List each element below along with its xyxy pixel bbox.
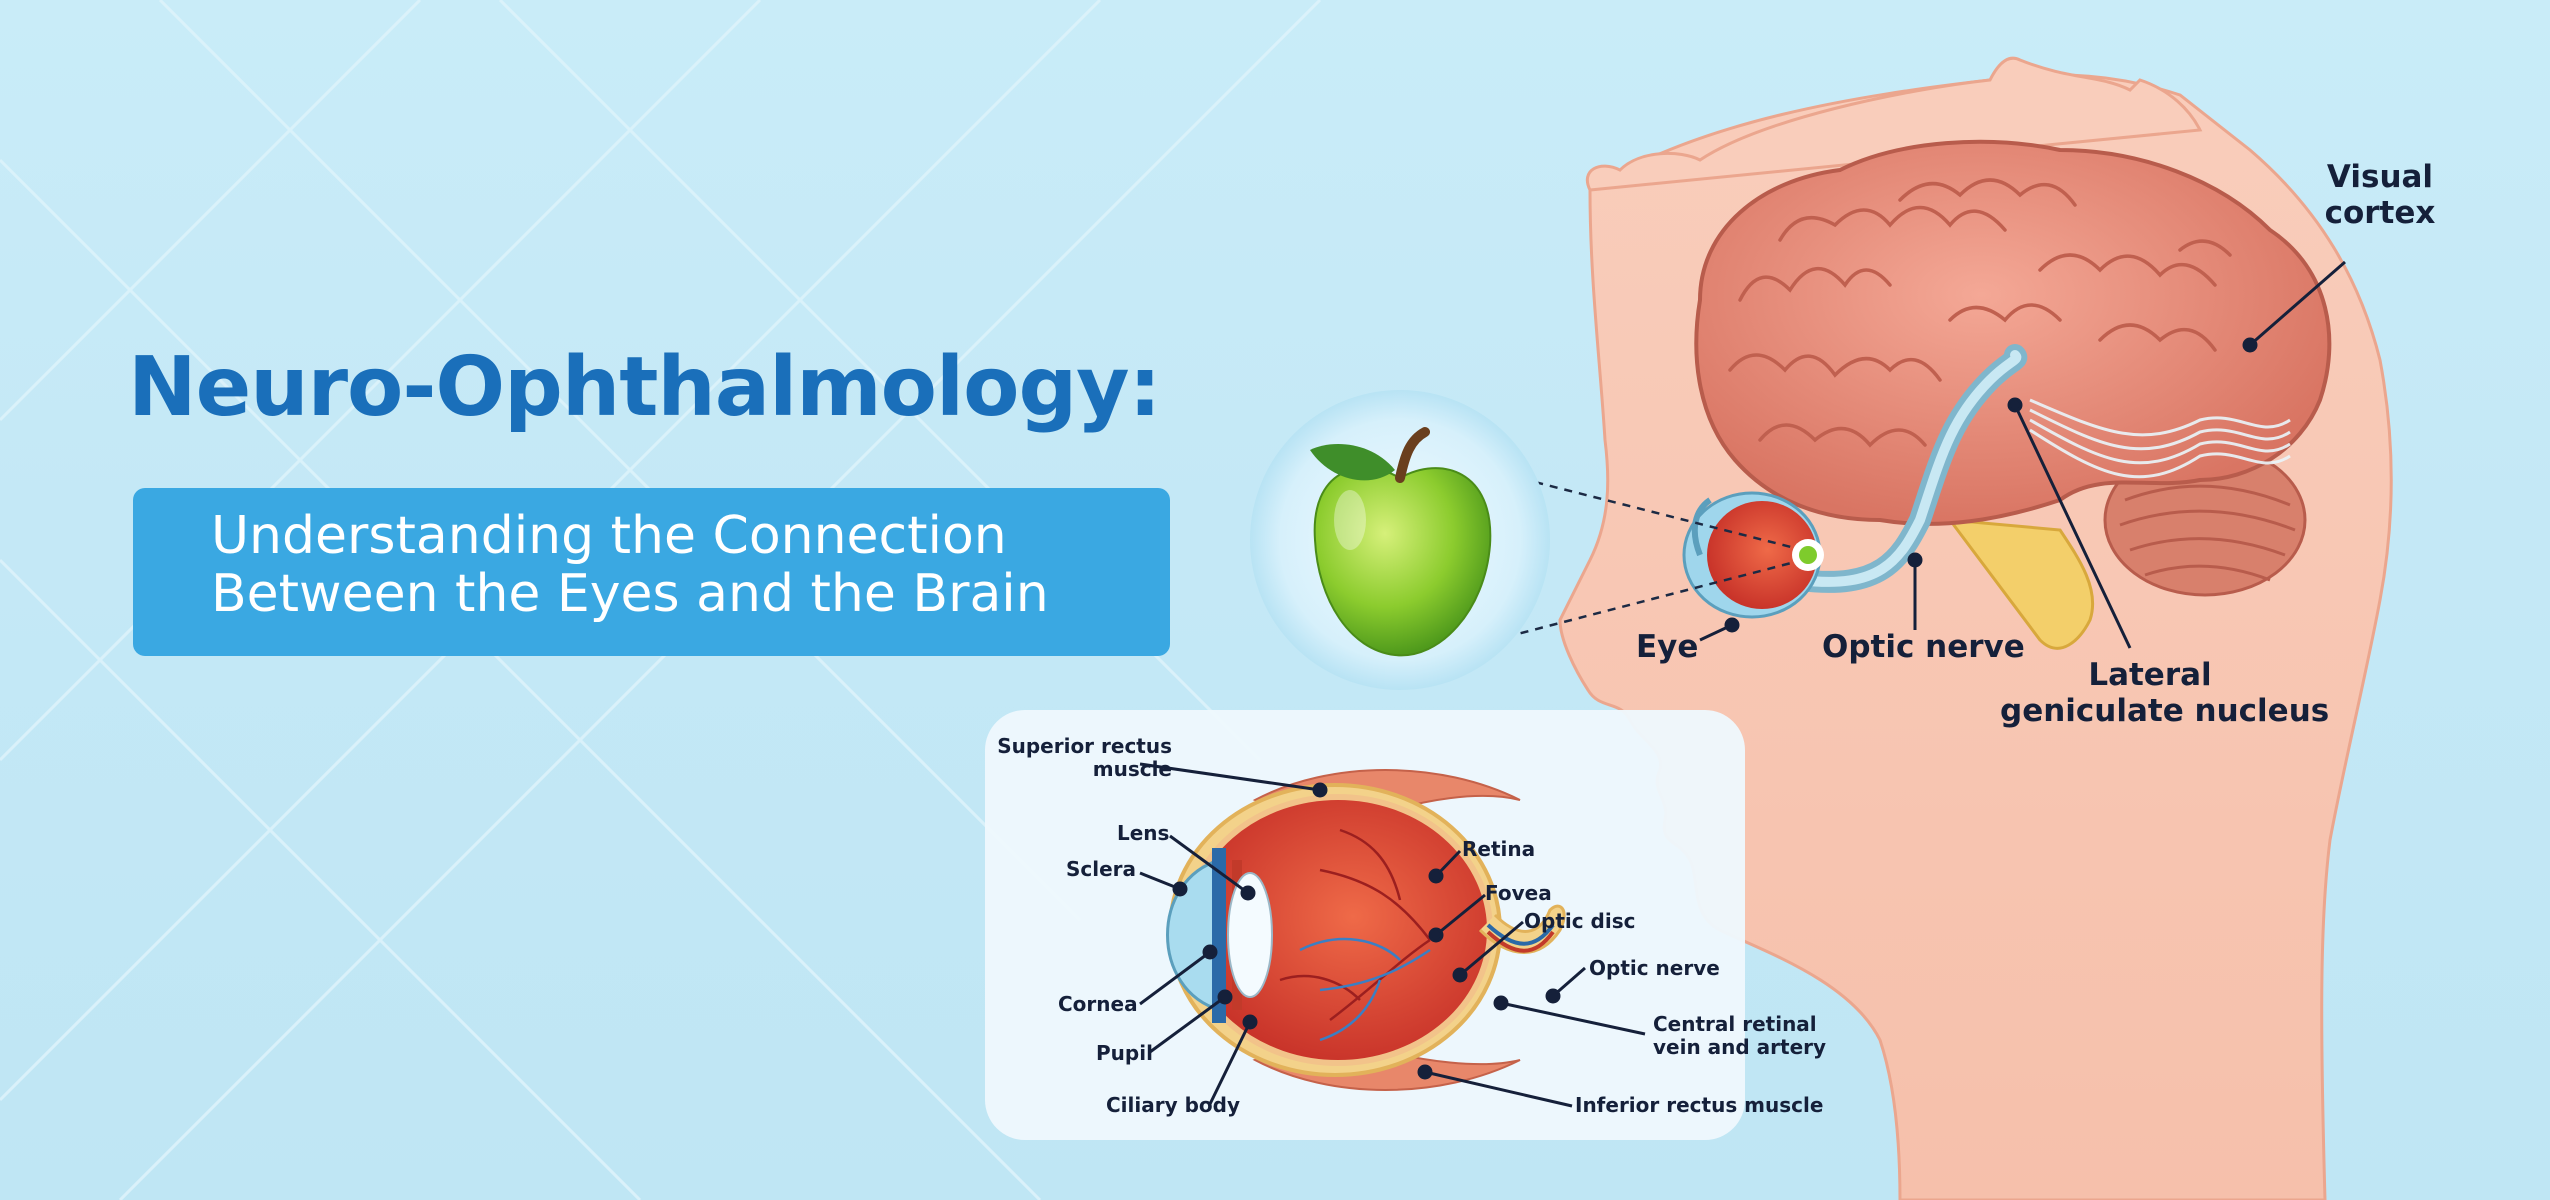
subtitle-line-1: Understanding the Connection — [211, 506, 1007, 566]
label-central-retinal-line-1: Central retinal — [1653, 1012, 1817, 1036]
label-fovea: Fovea — [1485, 881, 1552, 905]
label-lateral-geniculate-nucleus: Lateral geniculate nucleus — [2000, 657, 2330, 729]
label-central-retinal-vein-artery: Central retinal vein and artery — [1653, 1013, 1826, 1059]
label-visual-cortex-line-2: cortex — [2324, 194, 2436, 231]
label-visual-cortex: Visual cortex — [2320, 159, 2440, 231]
label-inferior-rectus-muscle: Inferior rectus muscle — [1575, 1093, 1824, 1117]
label-cornea: Cornea — [1058, 992, 1138, 1016]
label-superior-rectus-muscle: Superior rectus muscle — [990, 735, 1172, 781]
label-lgn-line-2: geniculate nucleus — [2000, 692, 2330, 729]
brain-folds — [1728, 178, 2232, 448]
label-ciliary-body: Ciliary body — [1106, 1093, 1241, 1117]
label-lens: Lens — [1117, 821, 1170, 845]
label-superior-rectus-line-2: muscle — [1092, 757, 1172, 781]
label-optic-nerve: Optic nerve — [1822, 629, 2025, 665]
label-lgn-line-1: Lateral — [2088, 657, 2212, 693]
brainstem — [1946, 518, 2095, 650]
eye-cross-section — [1166, 769, 1566, 1091]
label-pupil: Pupil — [1096, 1041, 1153, 1065]
label-sclera: Sclera — [1066, 857, 1137, 881]
label-optic-disc: Optic disc — [1524, 909, 1636, 933]
optic-radiation — [2029, 398, 2291, 479]
background-grid — [0, 0, 1322, 1200]
apple — [1310, 427, 1492, 657]
subtitle-banner: Understanding the Connection Between the… — [133, 488, 1170, 656]
label-optic-nerve-detail: Optic nerve — [1589, 956, 1720, 980]
label-superior-rectus-line-1: Superior rectus — [997, 734, 1172, 758]
label-eye: Eye — [1636, 629, 1699, 665]
page-title: Neuro-Ophthalmology: — [128, 340, 1161, 435]
subtitle-line-2: Between the Eyes and the Brain — [211, 564, 1049, 624]
brain — [1694, 139, 2332, 526]
label-visual-cortex-line-1: Visual — [2326, 159, 2434, 195]
hair-tuft — [1585, 56, 2203, 192]
head-eye — [1682, 491, 1824, 619]
leader-lines — [1139, 260, 2346, 1108]
label-central-retinal-line-2: vein and artery — [1653, 1035, 1827, 1059]
label-retina: Retina — [1462, 837, 1536, 861]
